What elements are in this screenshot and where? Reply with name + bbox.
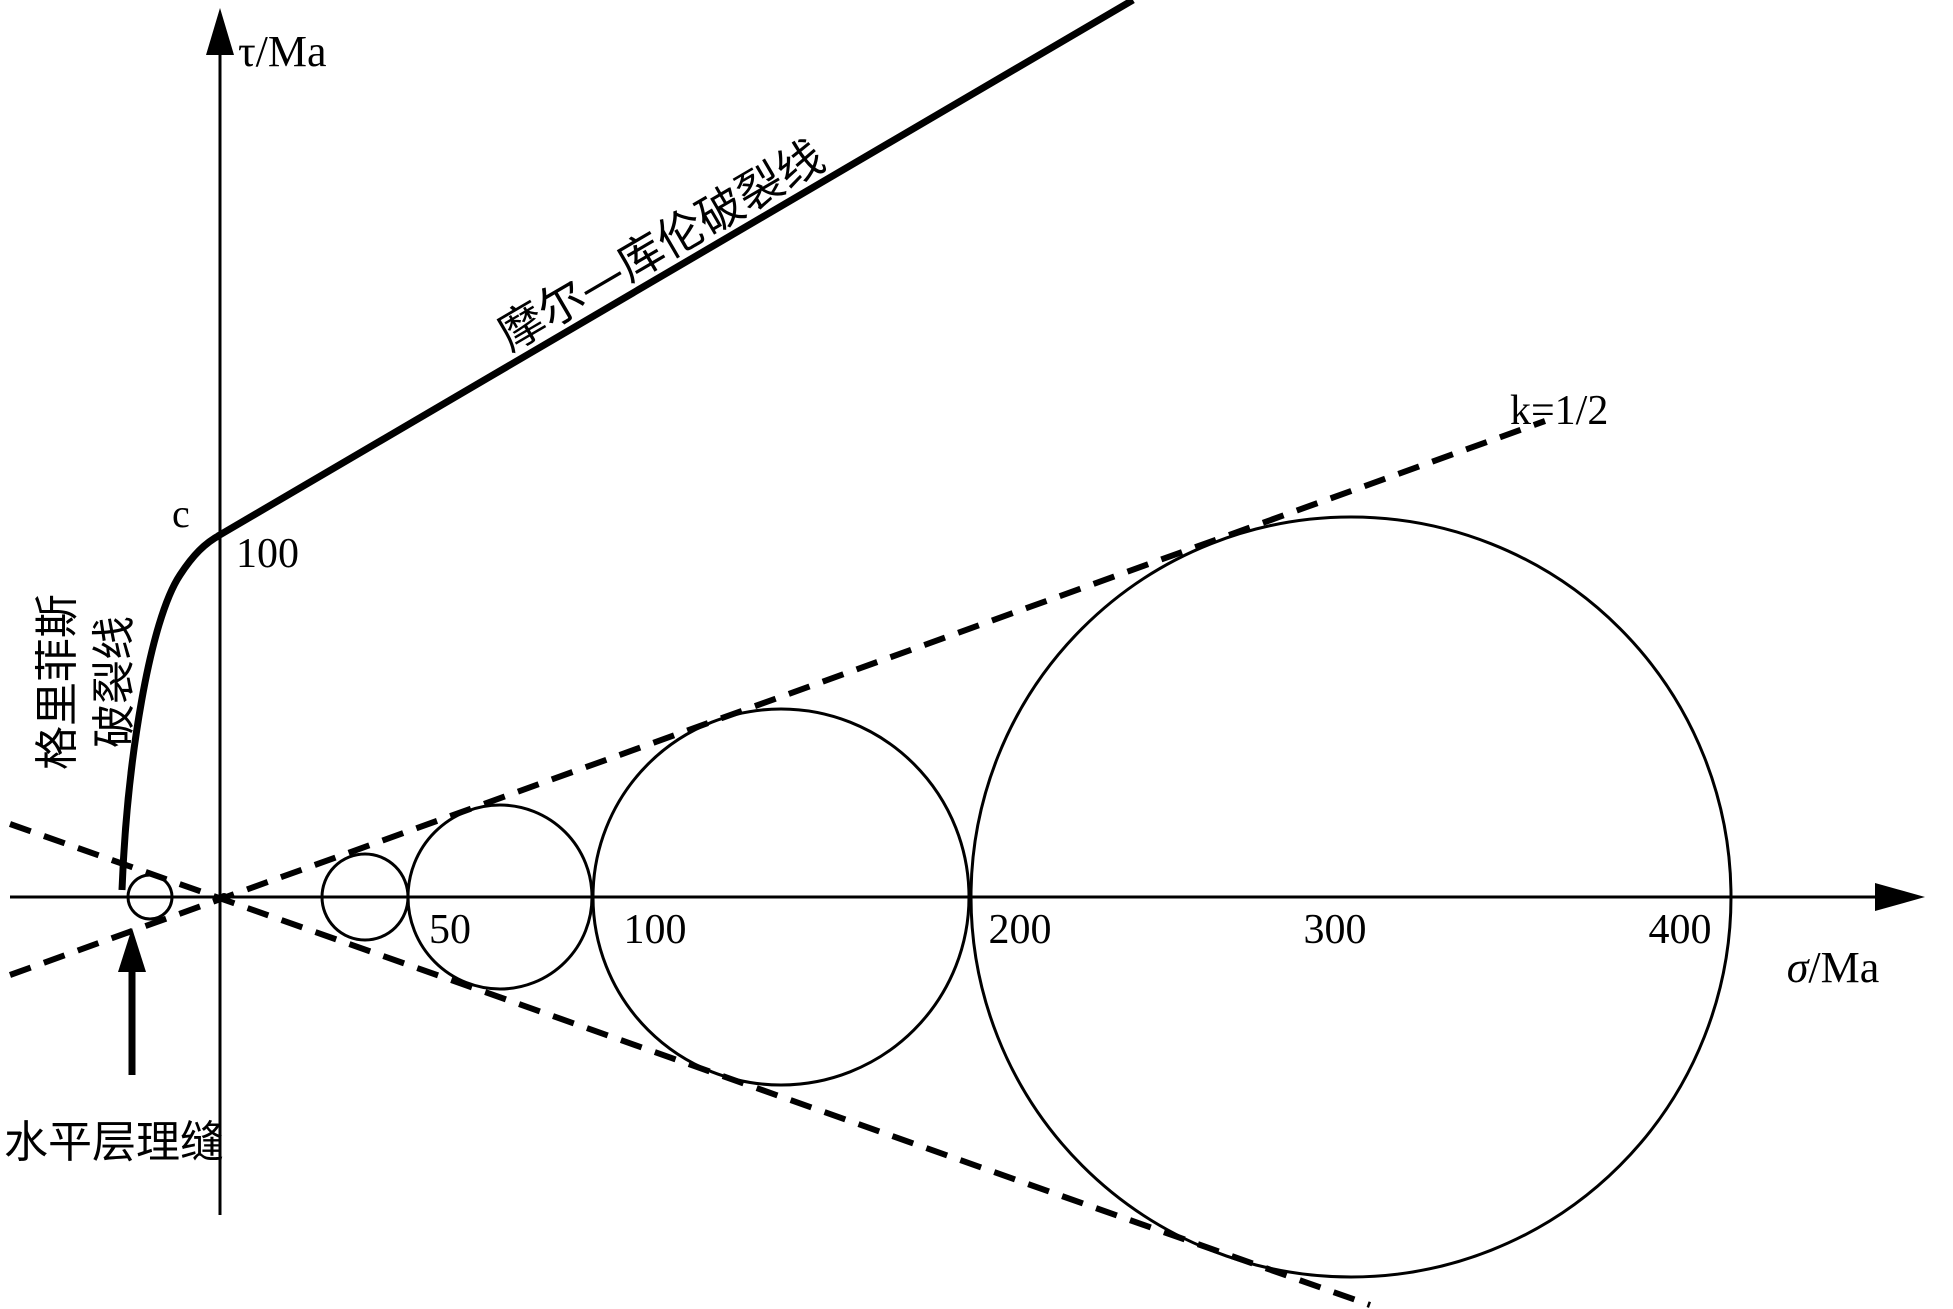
cohesion-label: c (172, 491, 190, 536)
x-axis-arrow (1875, 883, 1925, 911)
bedding-fracture-label: 水平层理缝 (4, 1117, 224, 1168)
x-axis-label: σ/Ma (1787, 943, 1880, 992)
y-axis-label: τ/Ma (238, 27, 327, 76)
x-tick-label: 200 (989, 907, 1052, 953)
x-tick-label: 50 (429, 907, 471, 953)
griffith-label: 格里菲斯 破裂线 (32, 594, 140, 770)
mohr-coulomb-label: 摩尔—库伦破裂线 (488, 129, 833, 361)
tangent-slope-label: k=1/2 (1510, 388, 1608, 434)
lower-tangent-line (8, 821, 1372, 1308)
y-tick-label: 100 (236, 531, 299, 577)
y-axis-arrow (206, 8, 234, 55)
griffith-label-line2: 破裂线 (89, 616, 140, 748)
x-tick-label: 400 (1649, 907, 1712, 953)
mohr-coulomb-line (216, 0, 1135, 540)
mohr-circle-3 (591, 707, 971, 1087)
griffith-failure-curve (118, 531, 222, 891)
bedding-fracture-arrow-head (118, 928, 146, 972)
upper-tangent-line (8, 418, 1547, 978)
griffith-label-line1: 格里菲斯 (32, 594, 83, 770)
x-tick-label: 100 (624, 907, 687, 953)
x-tick-label: 300 (1304, 907, 1367, 953)
origin-point (220, 893, 228, 901)
mohr-circle-tiny (126, 873, 174, 921)
mohr-circle-4 (969, 515, 1733, 1279)
